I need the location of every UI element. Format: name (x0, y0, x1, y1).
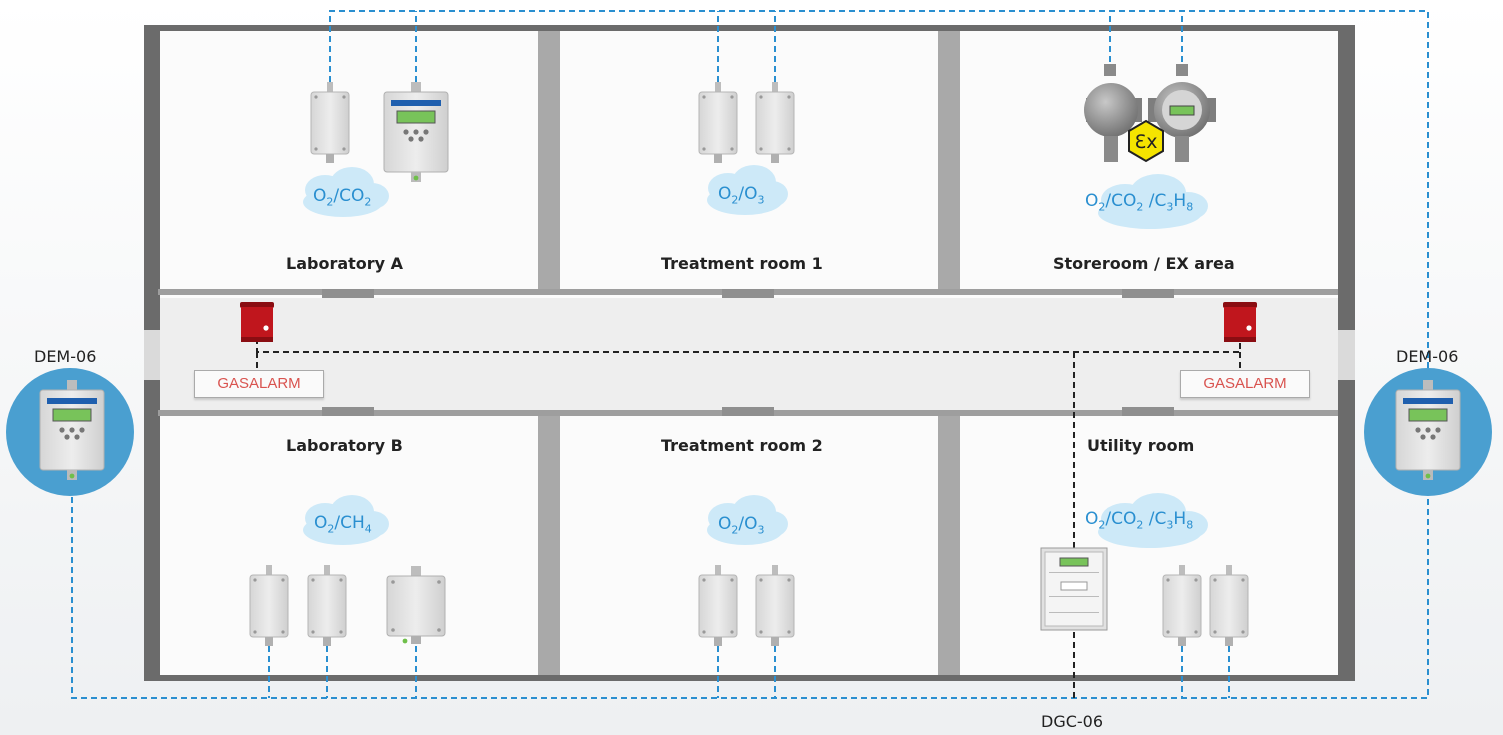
gas-label-treatment-room-2: O2/O3 (718, 514, 765, 537)
bus-wiring (71, 10, 1429, 699)
gas-cloud (1098, 493, 1208, 548)
gas-sensor (249, 564, 289, 647)
large-gas-sensor (386, 566, 446, 644)
dem-06-left-unit (6, 368, 134, 496)
gas-sensor (1162, 564, 1202, 647)
door (722, 407, 774, 416)
inner-wall (938, 31, 960, 289)
door (1122, 407, 1174, 416)
outer-wall-bottom (144, 675, 1355, 681)
gas-label-laboratory-b: O2/CH4 (314, 513, 372, 536)
dgc-06-label: DGC-06 (1041, 712, 1104, 731)
gas-sensor (1209, 564, 1249, 647)
outer-wall-left-bottom (144, 380, 160, 681)
gasalarm-sign-left: GASALARM (194, 370, 324, 398)
gas-sensor (698, 564, 738, 647)
dem-06-right-label: DEM-06 (1396, 347, 1459, 366)
ex-symbol: Ɛx (1128, 119, 1164, 163)
door (322, 407, 374, 416)
room-label-utility-room: Utility room (1087, 436, 1195, 455)
room-label-laboratory-b: Laboratory B (286, 436, 403, 455)
room-label-storeroom-ex-area: Storeroom / EX area (1053, 254, 1235, 273)
gas-sensor (755, 564, 795, 647)
alarm-beacon-right (1223, 302, 1257, 342)
gas-sensor (698, 81, 738, 164)
door (722, 289, 774, 298)
gas-label-treatment-room-1: O2/O3 (718, 184, 765, 207)
inner-wall (538, 416, 560, 675)
gas-label-laboratory-a: O2/CO2 (313, 186, 372, 209)
gas-cloud (707, 495, 788, 545)
gas-cloud (303, 167, 389, 217)
corridor (158, 298, 1338, 410)
alarm-beacon-left (240, 302, 274, 342)
inner-wall (538, 31, 560, 289)
svg-text:Ɛx: Ɛx (1135, 131, 1158, 153)
dem-06-left-label: DEM-06 (34, 347, 97, 366)
inner-wall (938, 416, 960, 675)
room-label-laboratory-a: Laboratory A (286, 254, 404, 273)
room-label-treatment-room-2: Treatment room 2 (661, 436, 823, 455)
gas-sensor (310, 81, 350, 164)
outer-wall-top (144, 25, 1355, 31)
ex-sensor-left (1084, 64, 1142, 162)
dgc-06-controller (1040, 547, 1108, 631)
gas-sensor (307, 564, 347, 647)
outer-wall-left-top (144, 25, 160, 330)
gas-label-storeroom: O2/CO2 /C3H8 (1085, 191, 1194, 214)
entrance-right (1338, 330, 1355, 380)
gasalarm-sign-right: GASALARM (1180, 370, 1310, 398)
outer-wall-right-top (1338, 25, 1355, 330)
ex-sensor-right (1148, 64, 1216, 162)
gas-cloud (303, 495, 389, 545)
dem-06-right-unit (1364, 368, 1492, 496)
entrance-left (144, 330, 160, 380)
gas-sensor (755, 81, 795, 164)
door (1122, 289, 1174, 298)
gas-cloud (1098, 174, 1208, 229)
gas-cloud (707, 165, 788, 215)
room-label-treatment-room-1: Treatment room 1 (661, 254, 823, 273)
alarm-wiring (256, 338, 1241, 700)
door (322, 289, 374, 298)
outer-wall-right-bottom (1338, 380, 1355, 681)
gas-label-utility-room: O2/CO2 /C3H8 (1085, 509, 1194, 532)
sensor-with-display (383, 81, 449, 183)
